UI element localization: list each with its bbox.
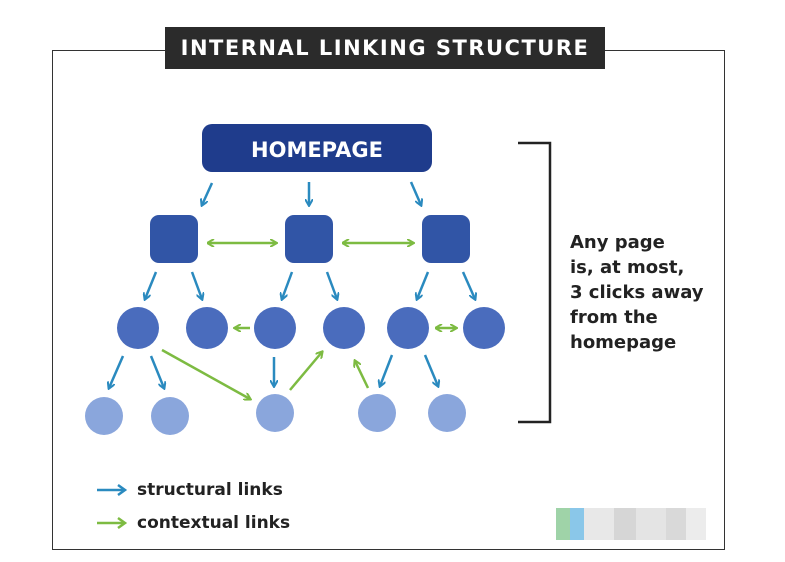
structural-arrow-icon (97, 483, 128, 497)
structural-arrow (282, 271, 294, 299)
depth-note: Any page is, at most, 3 clicks away from… (570, 232, 704, 353)
contextual-arrow (355, 361, 370, 389)
level1-node-right (422, 215, 470, 263)
structural-arrow (461, 271, 475, 299)
structural-arrow (380, 354, 394, 386)
legend-structural: structural links (95, 480, 283, 500)
level3-node-2 (151, 397, 189, 435)
structural-arrow (109, 355, 125, 388)
structural-arrow (417, 271, 430, 299)
contextual-arrow (161, 348, 250, 399)
level3-node-4 (358, 394, 396, 432)
level2-node-1 (117, 307, 159, 349)
level1-node-center (285, 215, 333, 263)
contextual-arrow (289, 352, 322, 391)
homepage-label: HOMEPAGE (251, 138, 383, 162)
structural-arrow (325, 271, 337, 299)
legend-contextual-label: contextual links (137, 513, 291, 533)
legend-contextual: contextual links (95, 513, 290, 533)
level2-node-3 (254, 307, 296, 349)
structural-arrow (190, 271, 202, 299)
diagram-title: INTERNAL LINKING STRUCTURE (165, 27, 605, 69)
level2-node-6 (463, 307, 505, 349)
level3-node-1 (85, 397, 123, 435)
depth-bracket (518, 141, 552, 424)
level1-node-left (150, 215, 198, 263)
structural-arrow (423, 354, 438, 386)
structural-arrow (149, 355, 164, 388)
level3-node-5 (428, 394, 466, 432)
level2-node-5 (387, 307, 429, 349)
blurred-logo (556, 508, 706, 540)
legend-structural-label: structural links (137, 480, 283, 500)
contextual-arrow-icon (97, 516, 128, 530)
level3-node-3 (256, 394, 294, 432)
structural-arrow (202, 182, 214, 205)
structural-arrow (409, 181, 421, 205)
level2-node-2 (186, 307, 228, 349)
level2-node-4 (323, 307, 365, 349)
structural-arrow (145, 271, 158, 299)
homepage-node (202, 124, 432, 172)
